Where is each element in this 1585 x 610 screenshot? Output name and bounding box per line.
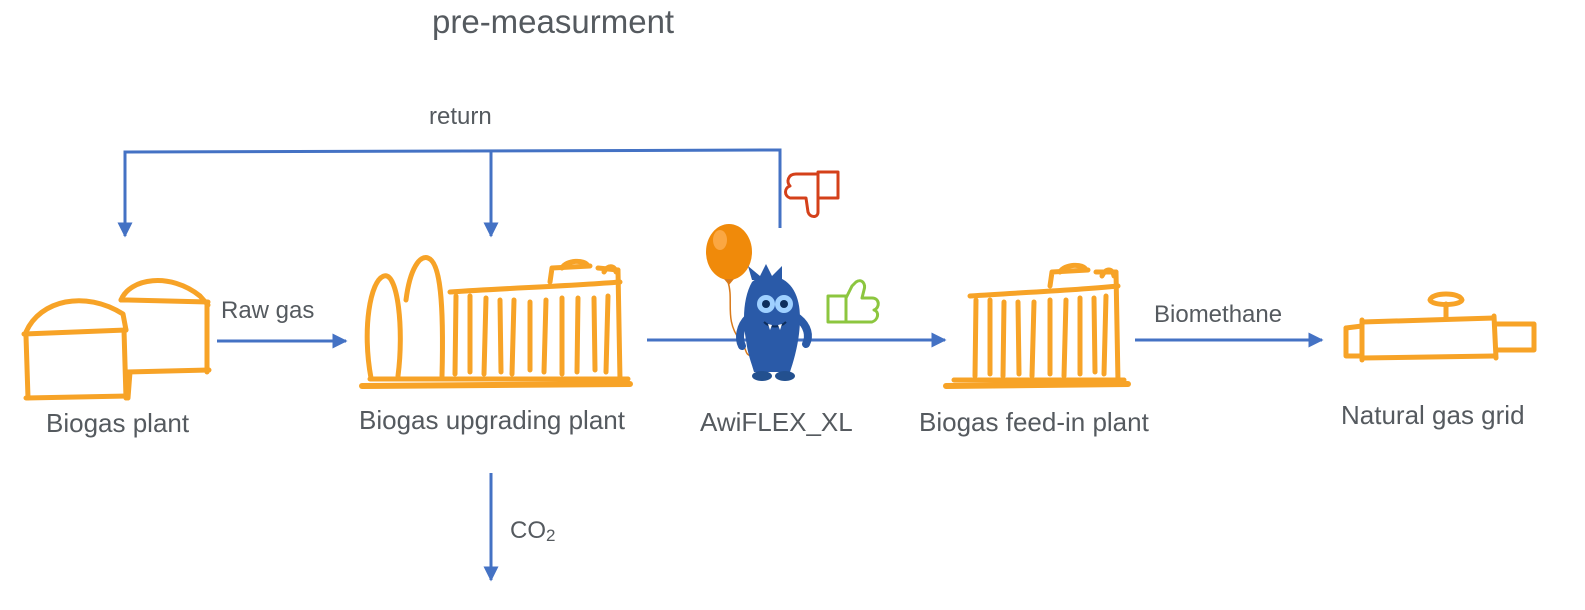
- gas-grid-pipe-icon: [1343, 291, 1537, 363]
- awiflex-mascot-group: [706, 224, 812, 381]
- flow-label-co2: CO2: [510, 517, 555, 545]
- flow-label-biomethane: Biomethane: [1154, 301, 1282, 328]
- thumbs-down-icon: [784, 170, 840, 218]
- co2-subscript: 2: [546, 526, 555, 545]
- diagram-title: pre-measurment: [432, 3, 674, 40]
- node-label-feed-in-plant: Biogas feed-in plant: [919, 407, 1150, 437]
- node-label-biogas-plant: Biogas plant: [46, 408, 190, 438]
- flow-label-raw-gas: Raw gas: [221, 297, 314, 324]
- return-line-to-biogas-plant: [117, 148, 782, 238]
- node-label-awiflex: AwiFLEX_XL: [700, 407, 853, 437]
- upgrading-plant-icon: [359, 255, 633, 389]
- biogas-plant-icon: [21, 278, 212, 401]
- balloon-icon: [706, 224, 752, 285]
- flow-label-return: return: [429, 103, 492, 130]
- thumbs-up-icon: [826, 279, 880, 324]
- monster-mascot-icon: [736, 264, 812, 381]
- feed-in-plant-icon: [943, 262, 1131, 389]
- node-label-upgrading-plant: Biogas upgrading plant: [359, 405, 626, 435]
- return-loop: [117, 148, 782, 238]
- co2-main: CO: [510, 517, 546, 544]
- node-label-gas-grid: Natural gas grid: [1341, 400, 1525, 430]
